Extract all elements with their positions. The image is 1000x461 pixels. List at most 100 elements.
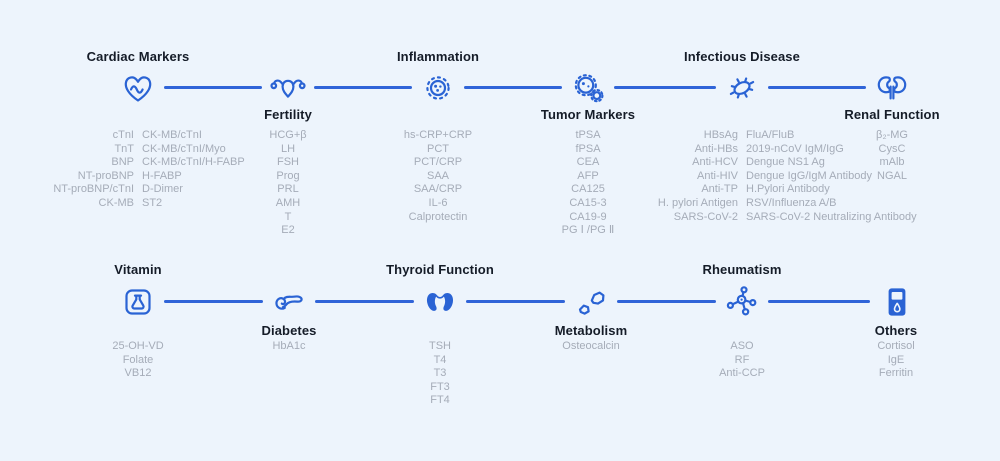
marker-item: D-Dimer [142,183,183,196]
cell-icon [568,68,608,108]
category-label: Thyroid Function [386,262,494,277]
marker-item: T3 [433,367,447,380]
category-label: Fertility [264,107,312,122]
marker-item: FSH [276,156,299,169]
marker-item: Anti-TP [701,183,738,196]
marker-item: PRL [277,183,299,196]
marker-item: tPSA [575,129,601,141]
marker-item: Anti-CCP [719,367,765,380]
marker-item: CEA [576,156,600,169]
connector-line [464,86,562,89]
marker-item: CA125 [571,183,605,196]
marker-item: Prog [276,169,300,182]
marker-item: HCG+β [269,129,307,141]
marker-item: Anti-HCV [692,156,738,169]
connector-line [164,86,262,89]
marker-item: HbA1c [272,340,306,352]
marker-item: T [284,210,292,223]
marker-item: cTnI [112,129,134,141]
marker-item: LH [280,142,296,155]
marker-item: PG Ⅰ /PG Ⅱ [561,224,615,237]
marker-item: CK-MB/cTnI [142,129,202,141]
marker-item: VB12 [124,367,152,380]
connector-line [617,300,716,303]
category-label: Cardiac Markers [86,49,190,64]
marker-item: H-FABP [142,169,182,182]
category-label: Metabolism [554,323,628,338]
marker-item: SAA [426,169,449,182]
bacteria-icon [722,68,762,108]
marker-item: CysC [878,142,906,155]
connector-line [314,86,412,89]
marker-item: hs-CRP+CRP [403,129,473,141]
marker-item: β₂-MG [876,129,908,141]
flask-icon [118,282,158,322]
bone-joint-icon [571,282,611,322]
marker-item: CK-MB/cTnI/H-FABP [142,156,245,169]
marker-item: Folate [122,353,154,366]
marker-item: FT4 [430,394,450,407]
marker-item: 2019-nCoV IgM/IgG [746,142,844,155]
connector-line [768,300,870,303]
marker-item: NGAL [877,169,907,182]
marker-item: mAlb [879,156,905,169]
marker-item: T4 [433,353,447,366]
marker-item: HBsAg [703,129,738,141]
marker-item: SAA/CRP [413,183,463,196]
category-label: Vitamin [114,262,162,277]
kidneys-icon [872,68,912,108]
marker-item: ST2 [142,196,163,209]
marker-item: SARS-CoV-2 Neutralizing Antibody [746,210,917,223]
marker-item: CA19-9 [569,210,607,223]
marker-item: Osteocalcin [562,340,620,352]
marker-item: Anti-HIV [697,169,738,182]
connector-line [466,300,565,303]
marker-item: IgE [887,353,905,366]
marker-item: ASO [730,340,754,352]
marker-item: IL-6 [428,196,448,209]
category-label: Infectious Disease [684,49,800,64]
marker-item: Ferritin [878,367,914,380]
marker-item: SARS-CoV-2 [673,210,738,223]
category-label: Tumor Markers [540,107,636,122]
category-label: Rheumatism [702,262,782,277]
marker-item: CK-MB [98,196,134,209]
marker-item: BNP [111,156,134,169]
connector-line [614,86,716,89]
marker-item: H.Pylori Antibody [746,183,830,196]
marker-item: Dengue IgG/IgM Antibody [746,169,872,182]
marker-item: Anti-HBs [694,142,738,155]
connector-line [315,300,414,303]
pancreas-icon [269,282,309,322]
thyroid-icon [420,282,460,322]
marker-item: 25-OH-VD [112,340,164,352]
heart-pulse-icon [118,68,158,108]
marker-item: NT-proBNP [77,169,134,182]
virus-icon [418,68,458,108]
marker-item: E2 [281,224,295,237]
marker-item: TnT [114,142,134,155]
molecule-icon [722,282,762,322]
marker-item: Cortisol [877,340,915,352]
marker-item: AMH [275,196,301,209]
marker-item: CA15-3 [569,196,607,209]
marker-item: CK-MB/cTnI/Myo [142,142,226,155]
category-label: Renal Function [844,107,940,122]
marker-item: FT3 [430,380,450,393]
marker-item: H. pylori Antigen [657,196,738,209]
category-label: Diabetes [261,323,317,338]
marker-list: Osteocalcin [562,340,619,354]
